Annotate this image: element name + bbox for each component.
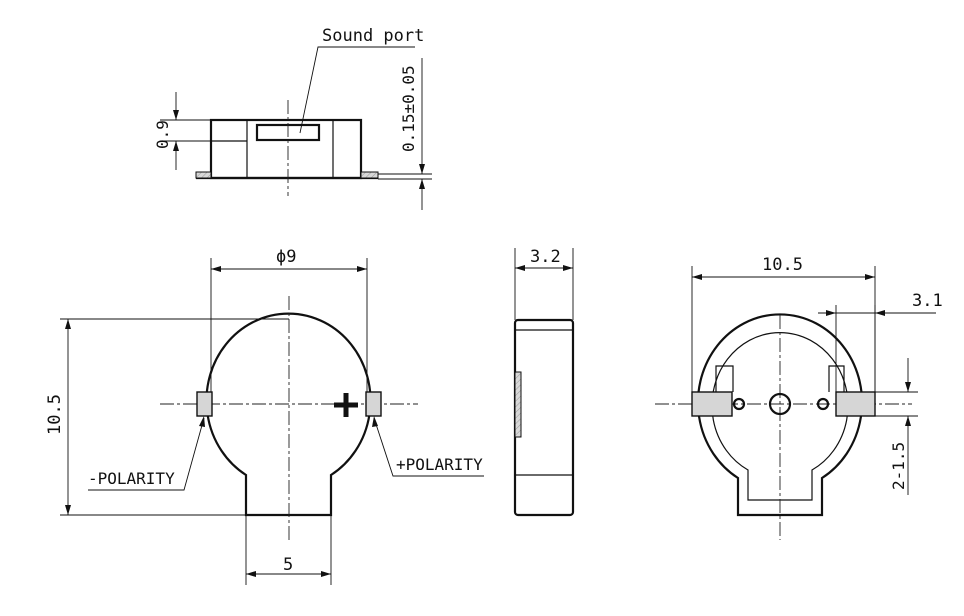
side-view [513,248,575,517]
front-view [60,258,484,585]
back-right-pad [835,391,876,417]
width-back-label: 10.5 [762,255,803,275]
sound-port-label: Sound port [322,26,424,46]
tail-width-label: 5 [283,555,293,575]
pad-offset-label: 2-1.5 [889,442,908,490]
right-terminal-hole [816,397,830,411]
positive-pad [365,391,382,417]
negative-polarity-label: -POLARITY [88,469,175,488]
left-terminal-hole [732,397,746,411]
plus-polarity-mark [334,393,358,417]
negative-pad [196,391,213,417]
back-left-pad [691,391,733,417]
diameter-label: ϕ9 [276,247,296,267]
left-base-pad [195,171,212,179]
pad-width-label: 3.1 [912,291,943,311]
port-height-label: 0.9 [153,120,172,149]
right-base-pad [360,171,379,179]
top-side-view [160,46,432,210]
side-sound-port [514,371,522,438]
height-label: 10.5 [45,394,65,435]
thickness-label: 3.2 [530,247,561,267]
center-hole [768,392,792,416]
positive-polarity-label: +POLARITY [396,455,483,474]
port-offset-label: 0.15±0.05 [399,65,418,152]
back-view [655,266,936,540]
